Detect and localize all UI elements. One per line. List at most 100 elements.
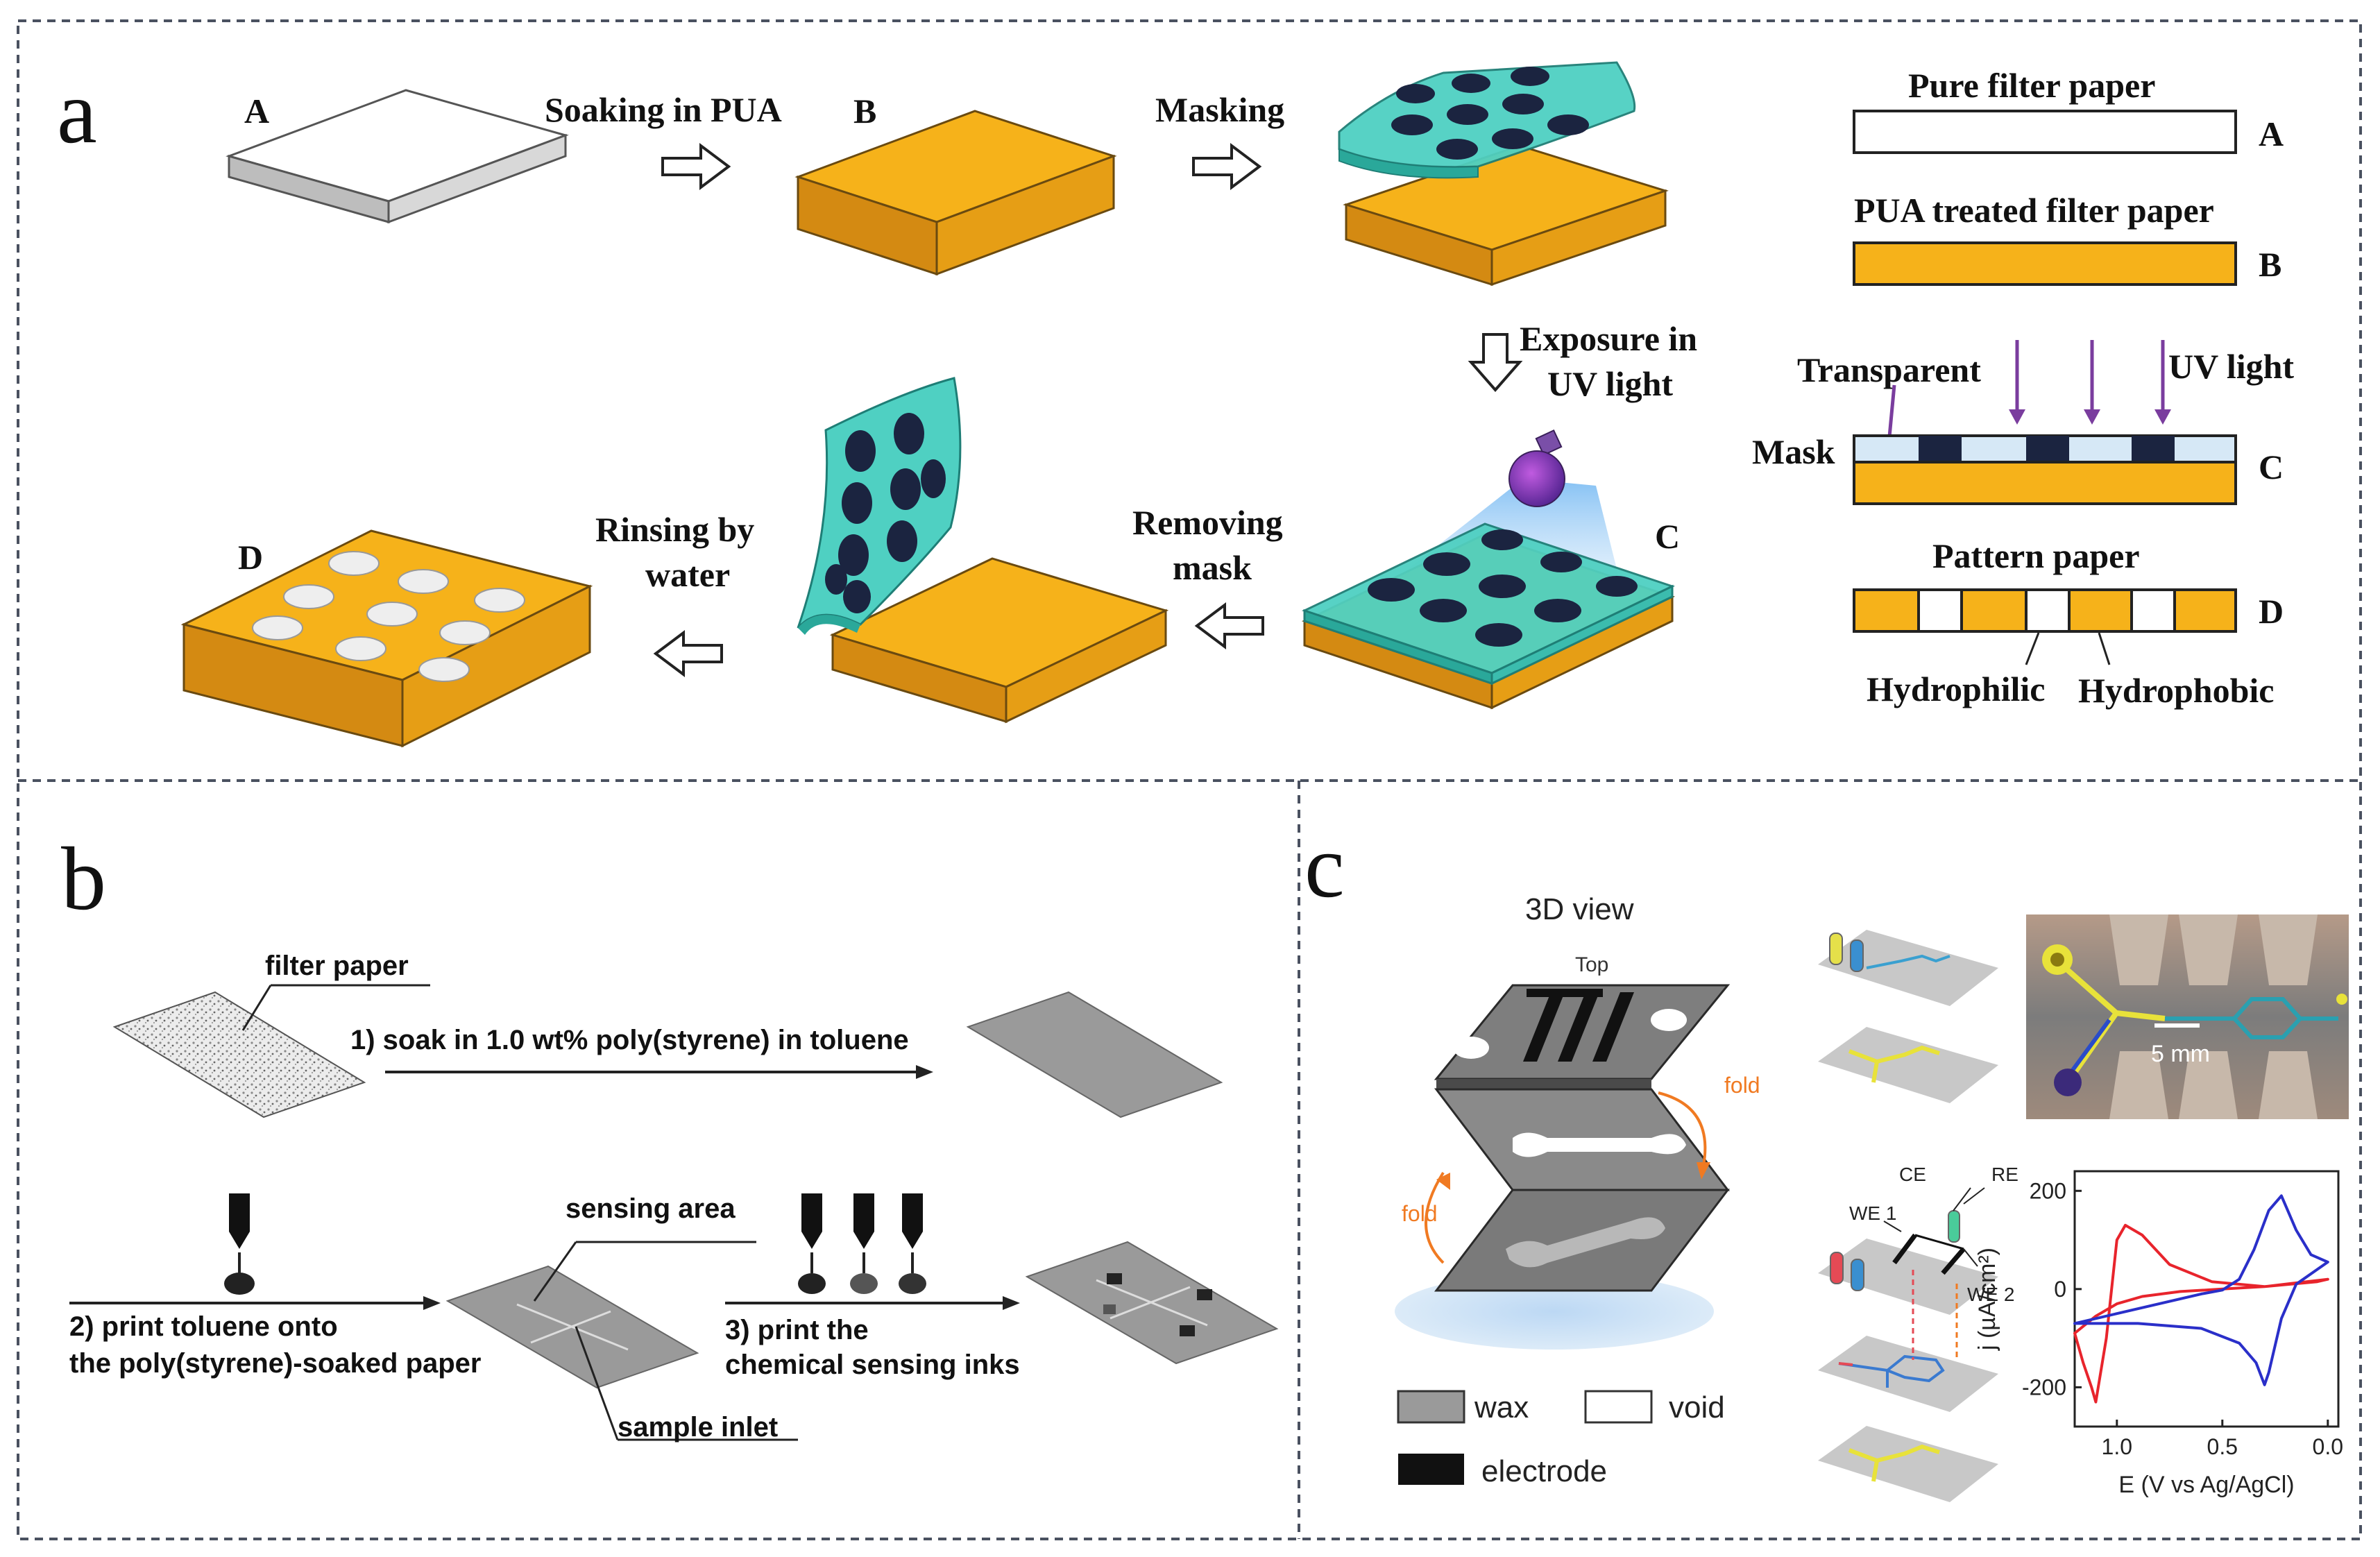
step2-label-2: the poly(styrene)-soaked paper <box>69 1348 482 1379</box>
legend-wax-swatch <box>1397 1390 1465 1424</box>
nozzle-icon <box>224 1193 255 1295</box>
mask-blocks <box>1919 436 2175 462</box>
fold-label-bottom: fold <box>1402 1201 1438 1226</box>
schematic-label-b: B <box>2259 245 2281 284</box>
block-a-pure-paper <box>226 89 569 224</box>
panel-b: b filter paper 1) soak in 1.0 wt% poly(s… <box>61 829 1279 1443</box>
top-label: Top <box>1575 953 1608 976</box>
step3-label-2: chemical sensing inks <box>725 1350 1020 1380</box>
electrode-we2-label: WE 2 <box>1967 1284 2014 1305</box>
arrow-icon <box>1003 1296 1020 1310</box>
cv-x-tick-label: 1.0 <box>2102 1434 2132 1459</box>
schematic-pua-title: PUA treated filter paper <box>1854 191 2214 230</box>
cv-y-tick-label: 200 <box>2030 1178 2066 1203</box>
arrow-icon <box>916 1065 933 1079</box>
layer-stack-bottom <box>1818 1187 1998 1502</box>
legend-electrode-label: electrode <box>1481 1454 1607 1488</box>
legend-void-label: void <box>1669 1390 1725 1424</box>
cv-chart: 1.0 0.5 0.0 200 0 -200 E (V vs Ag/AgCl) j (µA/c… <box>1974 1170 2343 1498</box>
panel-borders <box>17 19 2362 1540</box>
device-photo: 5 mm <box>2026 914 2349 1119</box>
block-removing <box>797 377 1169 724</box>
uv-arrows <box>1880 340 2171 458</box>
removing-label-2: mask <box>1173 548 1252 587</box>
soaked-paper-sheet <box>966 991 1223 1118</box>
rinsing-label-2: water <box>645 555 730 594</box>
sensing-area-label: sensing area <box>566 1193 736 1224</box>
exposure-label-1: Exposure in <box>1520 319 1697 358</box>
cv-x-axis-label: E (V vs Ag/AgCl) <box>2118 1472 2294 1498</box>
step2-label-1: 2) print toluene onto <box>69 1311 338 1342</box>
schematic-exposed-layer <box>1853 461 2237 505</box>
panel-c: c 3D view Top fold fold <box>1304 817 2349 1502</box>
electrode-we1-label: WE 1 <box>1849 1202 1896 1224</box>
schematic: Pure filter paper A PUA treated filter p… <box>1752 66 2294 710</box>
cv-y-axis-label: j (µA/cm²) <box>1974 1248 2000 1351</box>
cv-x-tick-label: 0.0 <box>2313 1434 2343 1459</box>
process-label-a: A <box>244 92 269 130</box>
nozzle-icon-group <box>798 1193 926 1294</box>
layer-stack-top <box>1818 930 1998 1103</box>
schematic-mask: Mask <box>1752 432 1835 471</box>
outer-border <box>17 19 2362 1540</box>
masking-label: Masking <box>1155 90 1284 129</box>
process-label-c: C <box>1655 517 1680 556</box>
schematic-pattern-layer <box>1853 588 2237 633</box>
block-b-pua-paper <box>794 110 1117 276</box>
fold-label-top: fold <box>1724 1073 1760 1098</box>
legend-electrode-swatch <box>1398 1454 1464 1485</box>
panel-b-letter: b <box>61 829 106 929</box>
view-title: 3D view <box>1525 892 1634 926</box>
electrode-re-label: RE <box>1991 1164 2018 1185</box>
cv-y-tick-label: 0 <box>2054 1277 2066 1302</box>
block-d-pattern-paper <box>180 529 593 748</box>
schematic-uv: UV light <box>2168 347 2294 386</box>
schematic-hydrophobic: Hydrophobic <box>2078 671 2275 710</box>
legend-wax-label: wax <box>1474 1390 1529 1424</box>
sample-inlet-label: sample inlet <box>618 1412 778 1443</box>
cv-series-2 <box>2073 1194 2329 1386</box>
process-label-b: B <box>853 92 876 130</box>
arrow-left-icon <box>1194 602 1264 649</box>
panel-a: a A Soaking in PUA B Masking <box>57 61 2294 748</box>
uv-bulb-icon <box>1508 429 1565 507</box>
step1-label: 1) soak in 1.0 wt% poly(styrene) in tolu… <box>350 1025 909 1055</box>
photo-scale-label: 5 mm <box>2151 1041 2210 1067</box>
electrode-ce-label: CE <box>1899 1164 1926 1185</box>
arrow-down-icon <box>1468 333 1523 393</box>
filter-paper-sheet <box>112 991 366 1118</box>
cv-y-tick-label: -200 <box>2022 1375 2066 1399</box>
arrow-left-icon <box>653 630 723 677</box>
cv-x-tick-label: 0.5 <box>2207 1434 2238 1459</box>
block-masking <box>1338 61 1669 287</box>
legend: wax void electrode <box>1397 1390 1725 1488</box>
schematic-label-d: D <box>2259 592 2284 631</box>
schematic-hydrophilic: Hydrophilic <box>1867 670 2045 708</box>
schematic-pattern-title: Pattern paper <box>1932 536 2140 575</box>
soaking-label: Soaking in PUA <box>545 90 782 129</box>
arrow-icon <box>423 1296 441 1310</box>
arrow-right-icon <box>1192 143 1262 190</box>
process-label-d: D <box>238 538 263 577</box>
schematic-pua-layer <box>1853 241 2237 286</box>
sensing-paper <box>445 1265 699 1389</box>
legend-void-swatch <box>1584 1390 1653 1424</box>
schematic-label-c: C <box>2259 448 2284 486</box>
schematic-transparent: Transparent <box>1797 350 1981 389</box>
schematic-pure-title: Pure filter paper <box>1908 66 2155 105</box>
cv-series-1 <box>2073 1223 2329 1404</box>
arrow-right-icon <box>661 143 731 190</box>
removing-label-1: Removing <box>1132 503 1283 542</box>
filter-paper-label: filter paper <box>265 951 409 981</box>
printed-sensing-paper <box>1025 1241 1279 1365</box>
step3-label-1: 3) print the <box>725 1315 869 1345</box>
block-c-exposure <box>1302 429 1675 710</box>
exposure-label-2: UV light <box>1547 364 1673 403</box>
panel-a-letter: a <box>57 62 97 162</box>
cv-plot-frame <box>2073 1170 2340 1428</box>
folded-device <box>1395 984 1731 1350</box>
rinsing-label-1: Rinsing by <box>595 510 754 549</box>
schematic-label-a: A <box>2259 114 2284 153</box>
schematic-pure-layer <box>1853 110 2237 154</box>
